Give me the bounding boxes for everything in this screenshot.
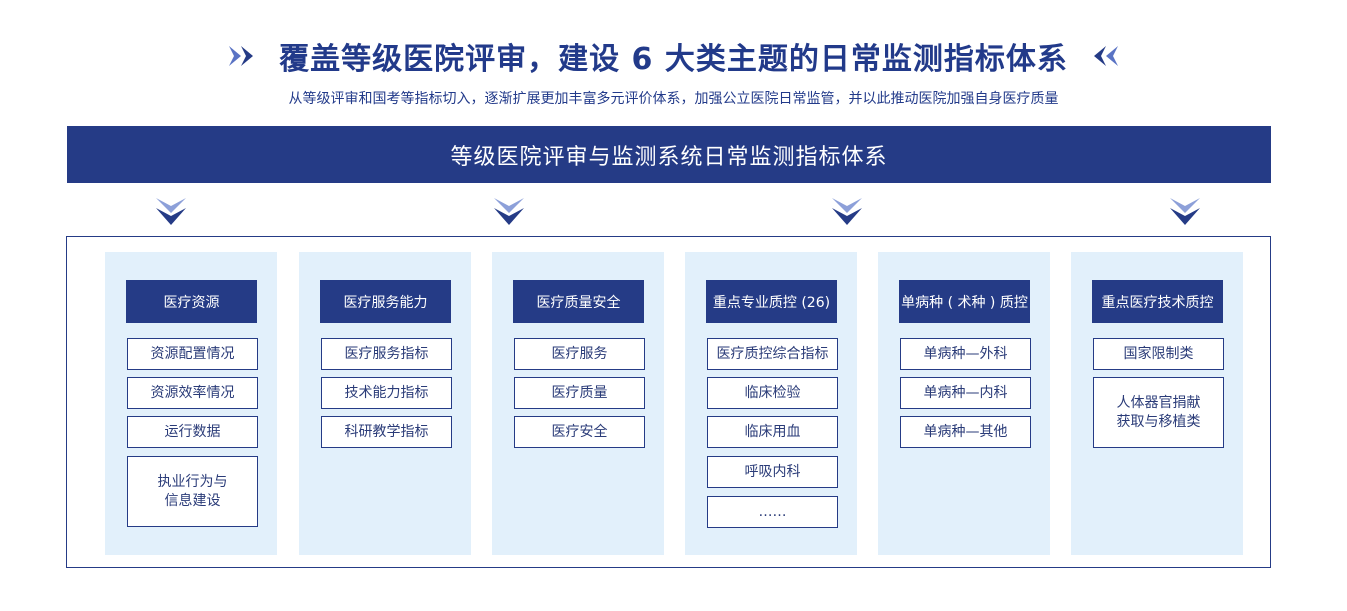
double-chevron-right-icon [227,44,261,68]
category-item: 国家限制类 [1093,338,1224,370]
category-column-single-disease-qc: 单病种 ( 术种 ) 质控 单病种—外科 单病种—内科 单病种—其他 [878,252,1050,555]
category-item: 医疗质量 [514,377,645,409]
category-column-service-capability: 医疗服务能力 医疗服务指标 技术能力指标 科研教学指标 [299,252,471,555]
page-title: 覆盖等级医院评审，建设 6 大类主题的日常监测指标体系 [279,42,1068,77]
category-item: 单病种—其他 [900,416,1031,448]
category-item: 医疗安全 [514,416,645,448]
category-item: 执业行为与 信息建设 [127,456,258,527]
page-subtitle: 从等级评审和国考等指标切入，逐渐扩展更加丰富多元评价体系，加强公立医院日常监管，… [288,91,1059,107]
category-item: 资源效率情况 [127,377,258,409]
category-item: 医疗服务 [514,338,645,370]
banner-label: 等级医院评审与监测系统日常监测指标体系 [450,144,888,170]
category-item: 技术能力指标 [321,377,452,409]
category-header: 重点医疗技术质控 [1092,280,1223,323]
category-column-technology-qc: 重点医疗技术质控 国家限制类 人体器官捐献 获取与移植类 [1071,252,1243,555]
category-item: 呼吸内科 [707,456,838,488]
system-banner: 等级医院评审与监测系统日常监测指标体系 [67,126,1271,183]
category-header: 医疗资源 [126,280,257,323]
category-column-specialty-qc: 重点专业质控 (26) 医疗质控综合指标 临床检验 临床用血 呼吸内科 …… [685,252,857,555]
category-item: 医疗服务指标 [321,338,452,370]
category-item: 运行数据 [127,416,258,448]
double-chevron-left-icon [1086,44,1120,68]
category-header: 医疗服务能力 [320,280,451,323]
category-column-quality-safety: 医疗质量安全 医疗服务 医疗质量 医疗安全 [492,252,664,555]
category-item: …… [707,496,838,528]
category-item: 医疗质控综合指标 [707,338,838,370]
category-header: 单病种 ( 术种 ) 质控 [899,280,1030,323]
category-header: 医疗质量安全 [513,280,644,323]
title-row: 覆盖等级医院评审，建设 6 大类主题的日常监测指标体系 [0,34,1347,78]
category-header: 重点专业质控 (26) [706,280,837,323]
down-arrow-icon [1169,196,1201,226]
category-column-medical-resources: 医疗资源 资源配置情况 资源效率情况 运行数据 执业行为与 信息建设 [105,252,277,555]
category-item: 临床用血 [707,416,838,448]
category-item: 单病种—外科 [900,338,1031,370]
category-item: 临床检验 [707,377,838,409]
category-item: 科研教学指标 [321,416,452,448]
down-arrow-icon [155,196,187,226]
category-item: 单病种—内科 [900,377,1031,409]
down-arrow-icon [831,196,863,226]
category-item: 人体器官捐献 获取与移植类 [1093,377,1224,448]
down-arrow-icon [493,196,525,226]
category-item: 资源配置情况 [127,338,258,370]
